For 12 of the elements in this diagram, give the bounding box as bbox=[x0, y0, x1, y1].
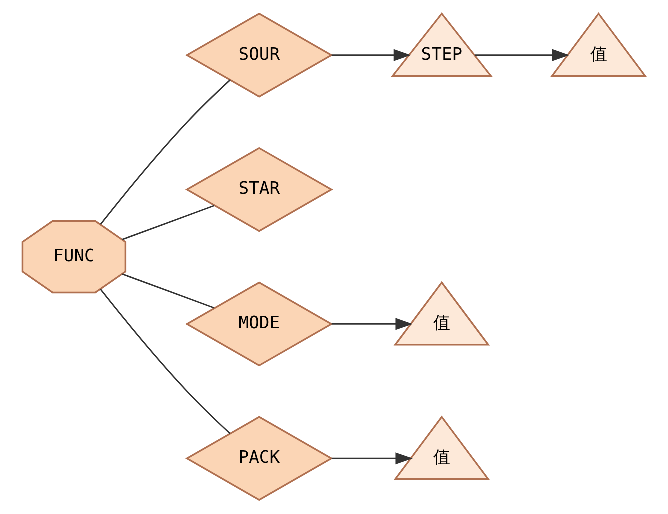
connector bbox=[122, 274, 215, 309]
node-diamond: SOUR bbox=[185, 12, 334, 98]
connector bbox=[100, 288, 231, 434]
connector bbox=[100, 80, 231, 226]
arrow bbox=[474, 49, 570, 62]
node-diamond: STAR bbox=[185, 147, 334, 232]
arrow bbox=[332, 49, 412, 62]
arrow bbox=[332, 452, 413, 465]
connector bbox=[122, 205, 215, 240]
node-diamond: PACK bbox=[185, 416, 334, 502]
arrow bbox=[332, 318, 413, 330]
node-diamond: MODE bbox=[185, 282, 334, 367]
